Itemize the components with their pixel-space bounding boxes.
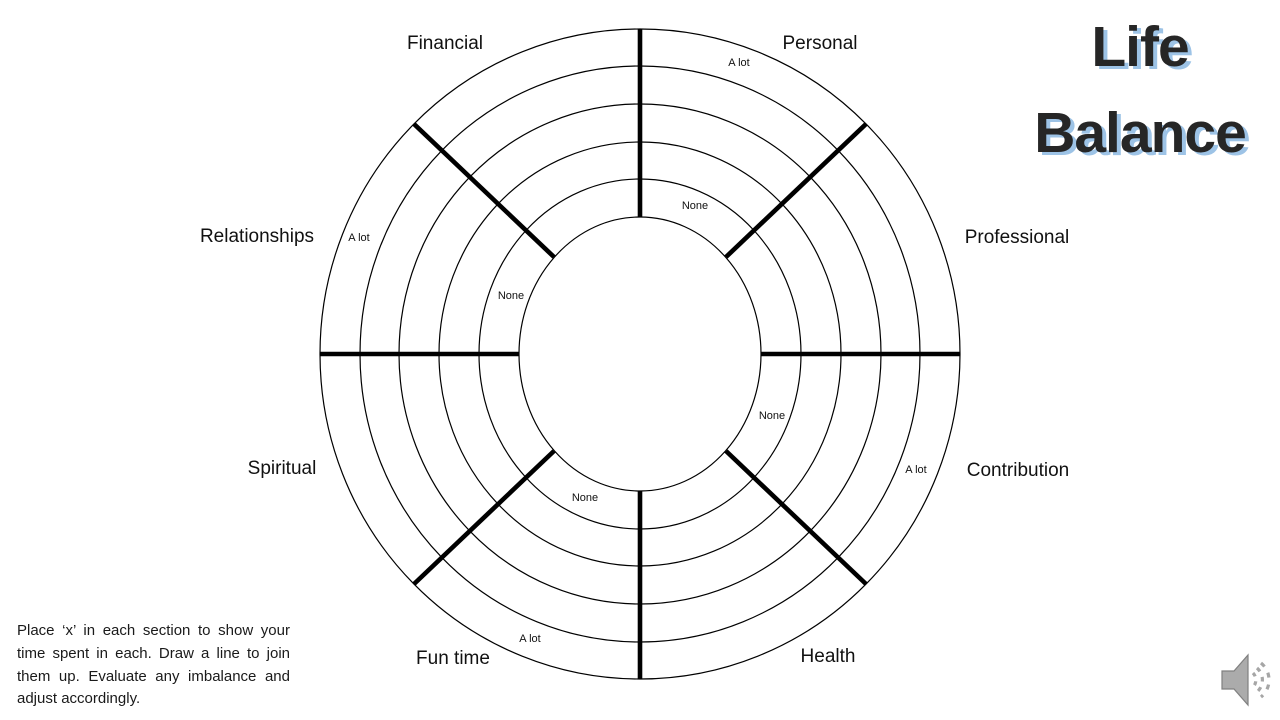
sector-label-professional: Professional <box>964 227 1070 248</box>
instructions-text: Place ‘x’ in each section to show your t… <box>17 622 290 708</box>
slide-title-line2: Balance <box>1034 101 1247 165</box>
speaker-sound-waves <box>1251 661 1271 699</box>
sector-label-relationships: Relationships <box>199 226 315 247</box>
wheel-spoke-northwest <box>412 122 556 259</box>
scale-label-none-bottom: None <box>571 492 599 504</box>
scale-label-none-left: None <box>497 290 525 302</box>
slide-title-line1: Life <box>1091 15 1189 79</box>
sector-label-health: Health <box>800 646 856 667</box>
scale-label-a-lot-right: A lot <box>905 464 927 476</box>
scale-label-none-top: None <box>681 200 709 212</box>
scale-label-a-lot-left: A lot <box>348 232 370 244</box>
scale-label-a-lot-bottom: A lot <box>519 633 541 645</box>
sector-label-spiritual: Spiritual <box>247 458 317 479</box>
wheel-spokes <box>320 29 960 679</box>
scale-label-a-lot-top: A lot <box>728 57 750 69</box>
sector-label-contribution: Contribution <box>966 460 1070 481</box>
sector-label-financial: Financial <box>406 33 484 54</box>
wheel-spoke-southeast <box>724 449 868 586</box>
wheel-ring-inner <box>518 216 762 492</box>
wheel-spoke-southwest <box>412 449 556 586</box>
slide-title: Life Balance <box>1008 4 1272 176</box>
speaker-icon[interactable] <box>1216 650 1272 710</box>
sector-label-personal: Personal <box>782 33 858 54</box>
speaker-body <box>1221 653 1249 707</box>
wheel-spoke-northeast <box>724 122 868 259</box>
scale-label-none-right: None <box>758 410 786 422</box>
sector-label-fun-time: Fun time <box>416 648 490 669</box>
